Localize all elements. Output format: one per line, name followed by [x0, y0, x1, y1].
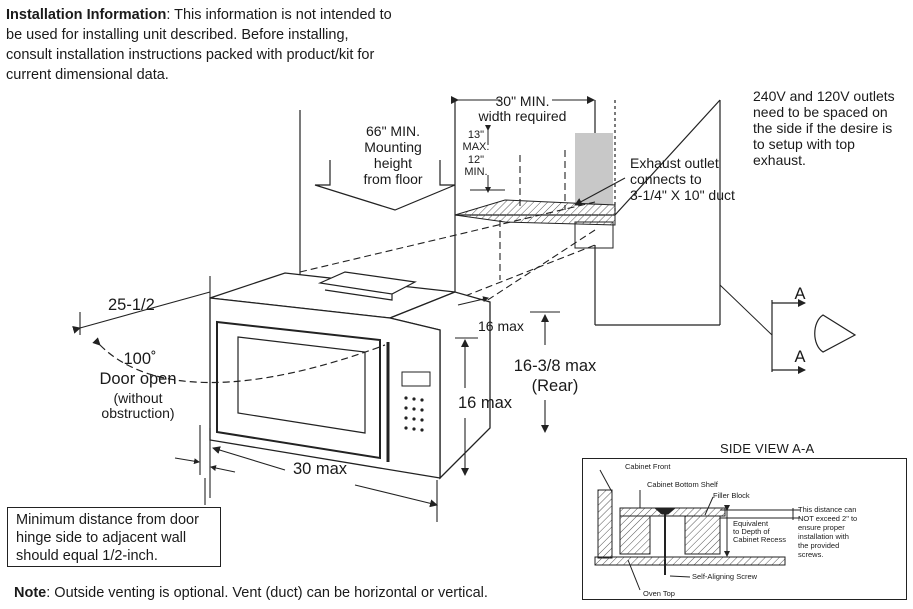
dim-13-12: [470, 125, 505, 193]
installation-info-body: : This information is not intended to be…: [6, 7, 392, 83]
keypad: [404, 396, 424, 432]
label-cabinet-front: Cabinet Front: [625, 462, 671, 471]
label-distance-3: ensure proper: [798, 523, 845, 532]
section-a-marker: [719, 284, 857, 374]
label-rear: (Rear): [531, 377, 579, 395]
label-distance-5: the provided: [798, 541, 840, 550]
label-16-3-8-max: 16-3/8 max: [513, 357, 597, 375]
label-equivalent-3: Cabinet Recess: [733, 535, 786, 544]
dim-16-height: [455, 337, 478, 476]
dim-30-max: [199, 425, 438, 522]
label-66-min: 66" MIN.: [366, 123, 420, 139]
dim-16-depth: [457, 296, 489, 306]
control-display: [401, 371, 431, 387]
label-100-degrees: 100˚: [123, 350, 157, 368]
installation-info-text: Installation Information: This informati…: [6, 5, 396, 85]
cabinet-bottom-shelf: [454, 199, 616, 226]
side-view-box: [582, 458, 907, 600]
side-view-drawing: [594, 469, 800, 591]
label-from-floor: from floor: [363, 171, 423, 187]
outlet-area: [575, 133, 613, 205]
exhaust-plate: [574, 221, 614, 249]
label-self-aligning-screw: Self-Aligning Screw: [692, 572, 758, 581]
min-distance-note: Minimum distance from door hinge side to…: [7, 507, 221, 567]
side-view-title: SIDE VIEW A-A: [720, 441, 815, 456]
label-16-max-height: 16 max: [457, 394, 513, 412]
label-13-max: MAX.: [462, 141, 490, 153]
label-exhaust-3: 3-1/4" X 10" duct: [630, 187, 735, 203]
label-13: 13": [467, 129, 485, 141]
label-mounting: Mounting: [364, 139, 422, 155]
door-window: [237, 336, 366, 434]
label-outlets-2: need to be spaced on: [753, 104, 888, 120]
label-oven-top: Oven Top: [643, 589, 675, 598]
label-cabinet-bottom-shelf: Cabinet Bottom Shelf: [647, 480, 718, 489]
label-distance-4: installation with: [798, 532, 849, 541]
label-door-open: Door open: [99, 370, 177, 388]
label-exhaust-1: Exhaust outlet: [630, 155, 719, 171]
label-width-required: width required: [478, 108, 567, 124]
exhaust-leader: [574, 177, 626, 206]
label-12-min: MIN.: [464, 166, 488, 178]
label-distance-2: NOT exceed 2" to: [798, 514, 858, 523]
label-25-1-2: 25-1/2: [108, 296, 155, 314]
dim-16-3-8: [530, 311, 560, 433]
label-equivalent-2: to Depth of: [733, 527, 770, 536]
top-vent: [317, 271, 417, 301]
door-open-arc: [92, 337, 386, 384]
label-without: (without: [113, 390, 163, 406]
label-outlets-5: exhaust.: [753, 152, 806, 168]
mounting-height-arrow: [314, 160, 456, 211]
dim-25-1-2: [72, 276, 211, 335]
label-obstruction: obstruction): [101, 405, 175, 421]
label-outlets-1: 240V and 120V outlets: [753, 88, 895, 104]
installation-info-heading: Installation Information: [6, 7, 167, 23]
section-label-a-bottom: A: [794, 348, 806, 366]
label-30-max: 30 max: [292, 460, 348, 478]
label-distance-1: This distance can: [798, 505, 857, 514]
label-12: 12": [467, 154, 485, 166]
venting-note: Note: Outside venting is optional. Vent …: [14, 585, 488, 601]
label-outlets-4: to setup with top: [753, 136, 855, 152]
label-filler-block: Filler Block: [713, 491, 750, 500]
label-30-min: 30" MIN.: [495, 93, 550, 109]
hinge-gap-arrows: [174, 457, 236, 505]
section-label-a-top: A: [794, 285, 806, 303]
label-distance-6: screws.: [798, 550, 824, 559]
label-height: height: [373, 155, 413, 171]
label-exhaust-2: connects to: [630, 171, 702, 187]
label-outlets-3: the side if the desire is: [753, 120, 893, 136]
label-16-max-depth: 16 max: [478, 318, 524, 334]
label-equivalent-1: Equivalent: [733, 519, 769, 528]
venting-note-heading: Note: [14, 585, 47, 601]
venting-note-body: : Outside venting is optional. Vent (duc…: [46, 585, 488, 601]
